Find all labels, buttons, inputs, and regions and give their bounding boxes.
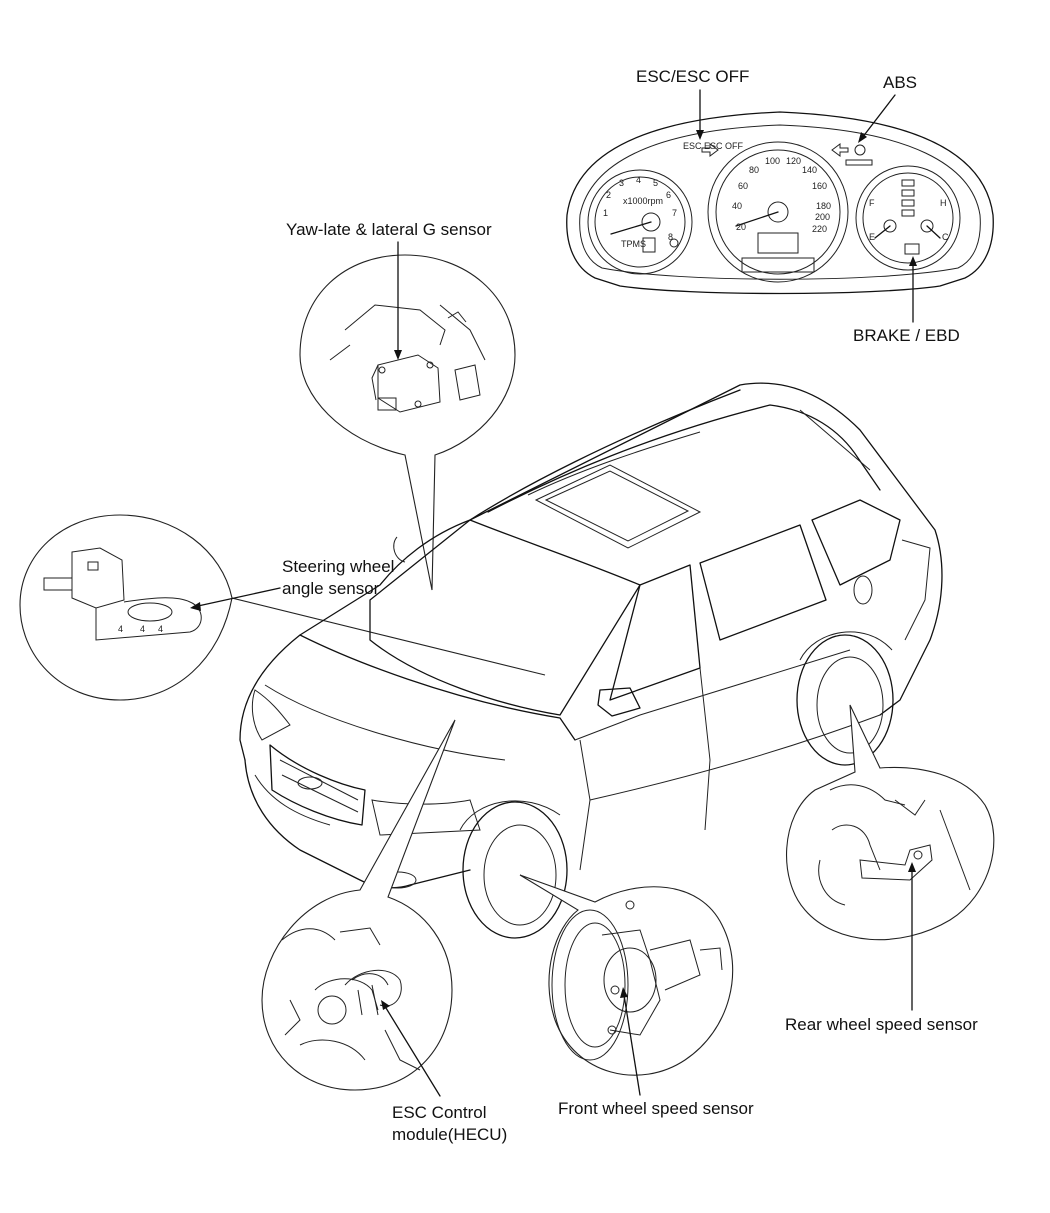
speedometer-gauge: 20 40 60 80 100 120 140 160 180 200 220	[707, 141, 849, 283]
rear-wheel-speed-sensor-detail	[785, 704, 995, 941]
tach-number-7: 7	[672, 208, 677, 218]
tach-number-3: 3	[619, 178, 624, 188]
instrument-cluster: 1 2 3 4 5 6 7 8 x1000rpm TPMS 20 40 60 8…	[566, 111, 994, 295]
tpms-indicator: TPMS	[621, 239, 646, 249]
part-mark-3: 4	[158, 624, 163, 634]
front-wheel-speed-sensor-detail	[519, 874, 734, 1076]
tach-unit: x1000rpm	[623, 196, 663, 206]
label-steering-line1: Steering wheel	[282, 557, 394, 576]
label-steering-line2: angle sensor	[282, 579, 380, 598]
tachometer-gauge: 1 2 3 4 5 6 7 8 x1000rpm TPMS	[587, 169, 693, 275]
tach-number-1: 1	[603, 208, 608, 218]
tach-number-6: 6	[666, 190, 671, 200]
speed-number-140: 140	[802, 165, 817, 175]
vehicle-body	[239, 382, 943, 939]
fuel-temperature-gauge: F E H C	[855, 165, 961, 271]
label-esc-control-line1: ESC Control	[392, 1103, 486, 1122]
speed-number-120: 120	[786, 156, 801, 166]
label-yaw-sensor: Yaw-late & lateral G sensor	[286, 220, 492, 239]
warning-lamps-top: ESC ESC OFF	[683, 141, 873, 166]
tach-number-5: 5	[653, 178, 658, 188]
speed-number-80: 80	[749, 165, 759, 175]
temp-cold-mark: C	[942, 232, 949, 242]
tach-number-2: 2	[606, 190, 611, 200]
speed-number-220: 220	[812, 224, 827, 234]
part-mark-1: 4	[118, 624, 123, 634]
tach-number-4: 4	[636, 175, 641, 185]
esc-control-module-detail	[261, 719, 456, 1091]
yaw-sensor-detail	[299, 254, 516, 591]
abs-lamp-icon	[854, 144, 866, 156]
speed-number-160: 160	[812, 181, 827, 191]
label-esc-control-line2: module(HECU)	[392, 1125, 507, 1144]
speed-number-200: 200	[815, 212, 830, 222]
label-front-wheel-sensor: Front wheel speed sensor	[558, 1099, 754, 1118]
tach-number-8: 8	[668, 232, 673, 242]
label-rear-wheel-sensor: Rear wheel speed sensor	[785, 1015, 978, 1034]
steering-angle-sensor-detail: 4 4 4	[19, 514, 546, 701]
speed-number-60: 60	[738, 181, 748, 191]
label-abs: ABS	[883, 73, 917, 92]
part-mark-2: 4	[140, 624, 145, 634]
fuel-empty-mark: E	[869, 232, 875, 242]
label-brake-ebd: BRAKE / EBD	[853, 326, 960, 345]
label-esc-off: ESC/ESC OFF	[636, 67, 749, 86]
speed-number-180: 180	[816, 201, 831, 211]
speed-number-100: 100	[765, 156, 780, 166]
fuel-full-mark: F	[869, 198, 875, 208]
speed-number-20: 20	[736, 222, 746, 232]
speed-number-40: 40	[732, 201, 742, 211]
temp-hot-mark: H	[940, 198, 947, 208]
